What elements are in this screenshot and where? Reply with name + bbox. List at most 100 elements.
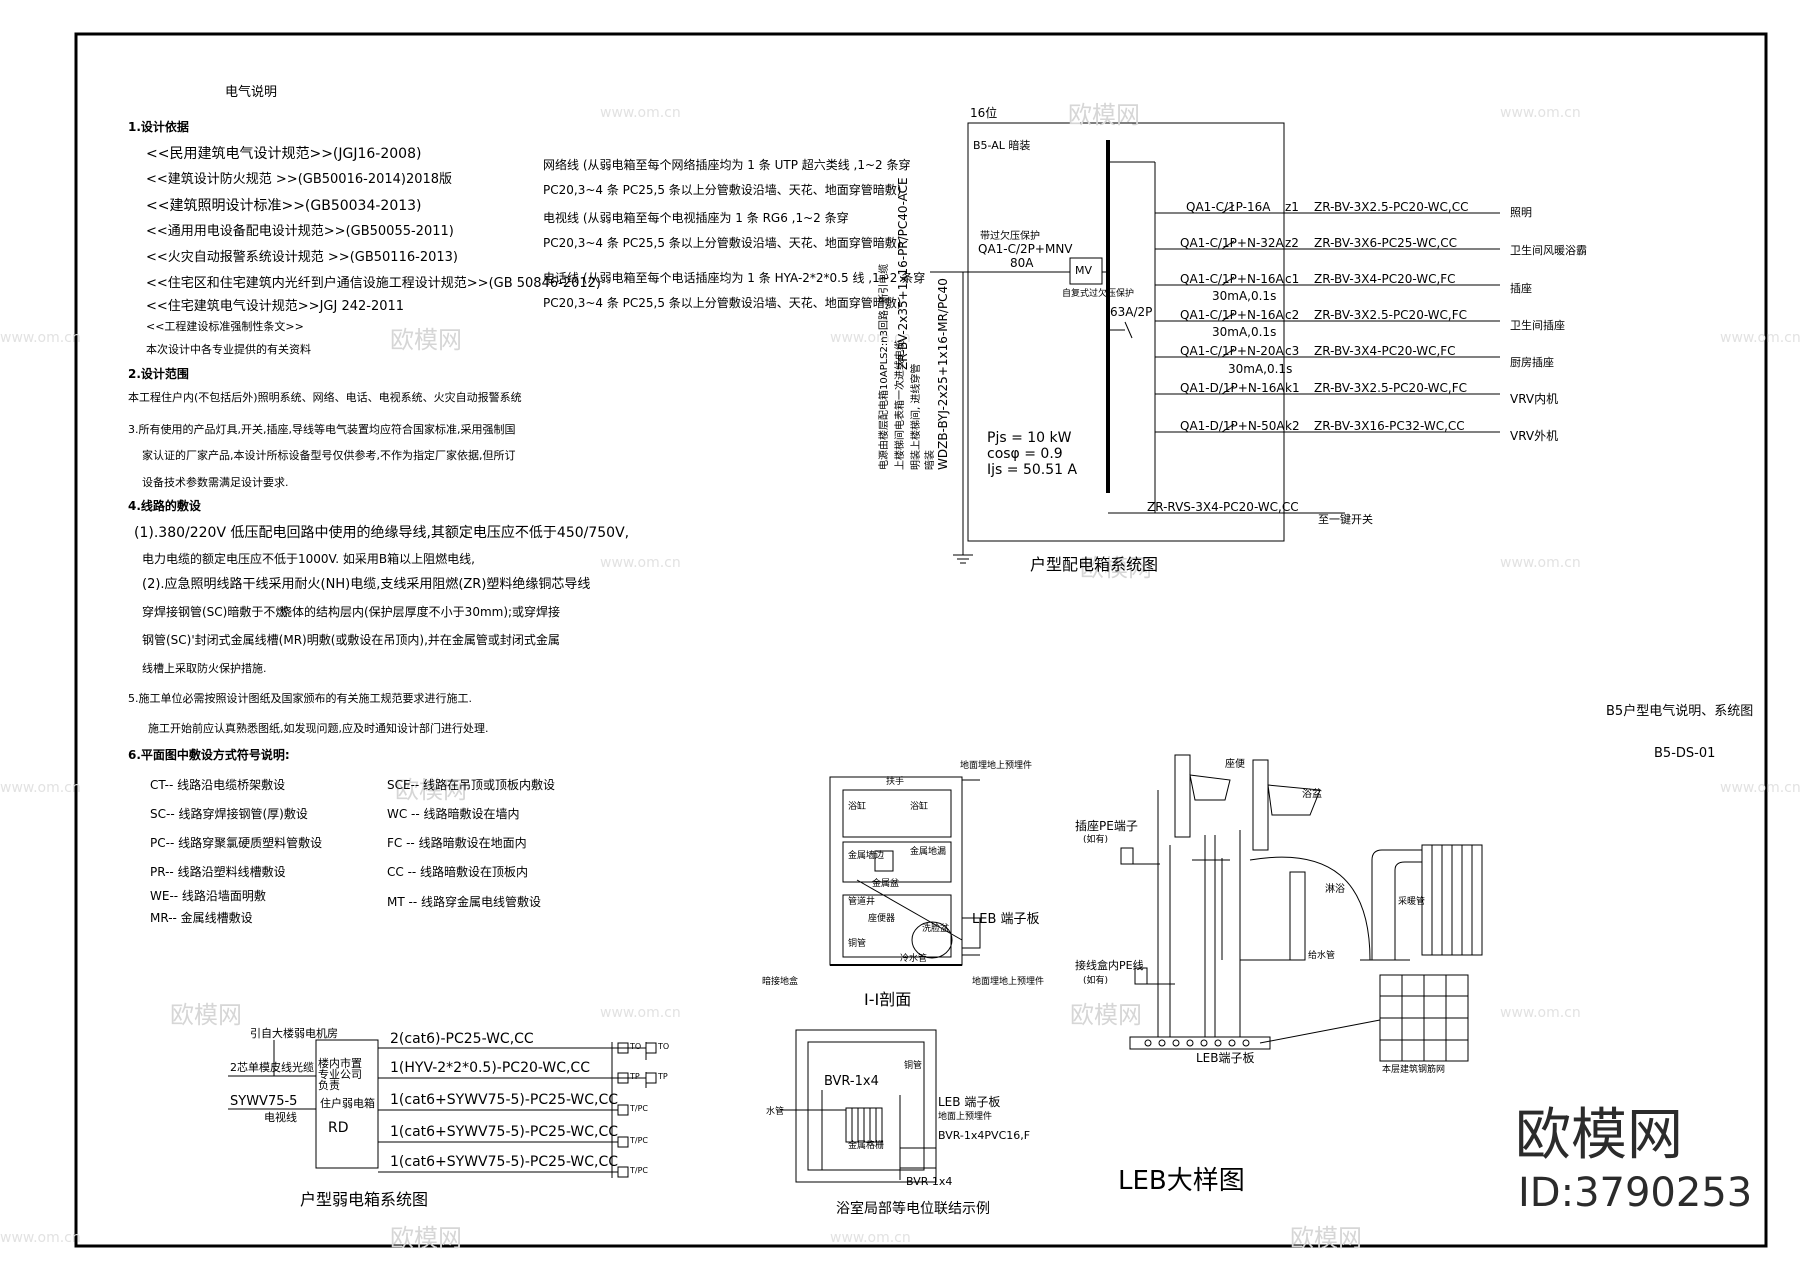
circuit-cable: ZR-BV-3X2.5-PC20-WC,FC xyxy=(1314,381,1468,395)
bath-label: 水管 xyxy=(766,1107,785,1117)
weak-note-line: PC20,3~4 条 PC25,5 条以上分管敷设沿墙、天花、地面穿管暗敷) xyxy=(543,236,902,250)
notes-line: 线槽上采取防火保护措施. xyxy=(142,662,267,675)
bath-caption: 浴室局部等电位联结示例 xyxy=(836,1201,990,1217)
section-label: 管道井 xyxy=(848,897,876,907)
notes-line: <<工程建设标准强制性条文>> xyxy=(146,320,304,333)
circuit-breaker: QA1-C/1P-16A xyxy=(1186,200,1271,214)
calc-pjs: Pjs = 10 kW xyxy=(987,430,1072,446)
weak-input: SYWV75-5 xyxy=(230,1094,298,1109)
notes-line: <<火灾自动报警系统设计规范 >>(GB50116-2013) xyxy=(146,250,458,265)
circuit-load: VRV内机 xyxy=(1510,392,1559,406)
notes-line: 烧体的结构层内(保护层厚度不小于30mm);或穿焊接 xyxy=(280,605,561,619)
main-breaker: QA1-C/2P+MNV xyxy=(978,242,1073,256)
circuit-cable: ZR-BV-3X2.5-PC20-WC,CC xyxy=(1314,200,1469,214)
weak-box-note: 楼内市置专业公司负责 xyxy=(318,1057,362,1092)
circuit-id: z2 xyxy=(1285,236,1299,250)
notes-line: 家认证的厂家产品,本设计所标设备型号仅供参考,不作为指定厂家依据,但所订 xyxy=(142,449,516,462)
weak-input: 电视线 xyxy=(264,1111,297,1124)
laying-code: WE-- 线路沿墙面明敷 xyxy=(150,889,266,903)
watermark-url: www.om.cn xyxy=(0,1230,81,1246)
bath-label: 铜管 xyxy=(904,1061,923,1071)
watermark-url: www.om.cn xyxy=(0,780,81,796)
notes-line: <<建筑设计防火规范 >>(GB50016-2014)2018版 xyxy=(146,172,453,187)
outlet-label: T/PC xyxy=(630,1166,648,1175)
circuit-breaker: QA1-C/1P+N-16A xyxy=(1180,272,1284,286)
sheet-border xyxy=(74,32,1768,1248)
watermark-logo: 欧模网 xyxy=(395,776,467,804)
section-label: 冷水管 xyxy=(900,954,928,964)
section-lines xyxy=(829,776,981,966)
section-label: 洗脸盆 xyxy=(922,924,950,934)
leb-label: LEB端子板 xyxy=(1196,1051,1255,1065)
mv-label: MV xyxy=(1075,264,1093,277)
riser-note: 暗装 xyxy=(925,450,936,470)
outlet-label: T/PC xyxy=(630,1104,648,1113)
laying-code: SCE-- 线路在吊顶或顶板内敷设 xyxy=(387,778,556,792)
notes-line: <<通用用电设备配电设计规范>>(GB50055-2011) xyxy=(146,224,454,239)
bath-label: 金属格栅 xyxy=(848,1141,885,1151)
notes-line: (1).380/220V 低压配电回路中使用的绝缘导线,其额定电压应不低于450… xyxy=(134,525,630,541)
notes-line: <<民用建筑电气设计规范>>(JGJ16-2008) xyxy=(146,146,422,162)
watermark-logo: 欧模网 xyxy=(1068,101,1140,129)
watermark-url: www.om.cn xyxy=(830,330,911,346)
weak-note-line: 电话线 (从弱电箱至每个电话插座均为 1 条 HYA-2*2*0.5 线 ,1~… xyxy=(543,271,926,285)
section-label: 座便器 xyxy=(868,914,896,924)
weak-box-id: RD xyxy=(328,1120,349,1136)
bath-label: 地面上预埋件 xyxy=(938,1112,993,1122)
leb-label: (如有) xyxy=(1083,976,1109,986)
leb-label: 插座PE端子 xyxy=(1075,819,1138,833)
distribution-box-caption: 户型配电箱系统图 xyxy=(1030,555,1159,574)
watermark-url: www.om.cn xyxy=(600,555,681,571)
notes-line: 本次设计中各专业提供的有关资料 xyxy=(146,343,311,356)
section-label: 金属地漏 xyxy=(910,847,947,857)
laying-code: WC -- 线路暗敷设在墙内 xyxy=(387,807,520,821)
main-breaker-note: 带过欠压保护 xyxy=(980,231,1040,242)
circuit-rcd: 30mA,0.1s xyxy=(1228,362,1293,376)
section-label: 暗接地盒 xyxy=(762,977,799,987)
weak-output-cable: 2(cat6)-PC25-WC,CC xyxy=(390,1031,534,1047)
circuit-id: z1 xyxy=(1285,200,1299,214)
section-label: 扶手 xyxy=(886,777,905,787)
circuit-load: 卫生间插座 xyxy=(1510,319,1565,332)
outlet-label: TP xyxy=(630,1072,640,1081)
watermark-logo: 欧模网 xyxy=(170,1001,242,1029)
laying-code: PR-- 线路沿塑料线槽敷设 xyxy=(150,865,286,879)
circuit-id: k2 xyxy=(1285,419,1300,433)
watermark-url: www.om.cn xyxy=(1500,1005,1581,1021)
box-positions: 16位 xyxy=(970,106,998,120)
section-label: 浴缸 xyxy=(910,802,929,812)
calc-ijs: Ijs = 50.51 A xyxy=(987,462,1078,478)
weak-note-line: PC20,3~4 条 PC25,5 条以上分管敷设沿墙、天花、地面穿管暗敷) xyxy=(543,296,902,310)
brand-logo-text: 欧模网 xyxy=(1515,1103,1683,1168)
brand-id: ID:3790253 xyxy=(1518,1170,1753,1216)
weak-output-cable: 1(HYV-2*2*0.5)-PC20-WC,CC xyxy=(390,1060,590,1076)
bath-label: BVR-1x4 xyxy=(906,1175,953,1188)
watermark-url: www.om.cn xyxy=(600,1005,681,1021)
leb-label: 座便 xyxy=(1225,759,1245,770)
notes-line: 电力电缆的额定电压应不低于1000V. 如采用B箱以上阻燃电线, xyxy=(142,552,475,566)
weak-box-lines xyxy=(228,1039,657,1178)
notes-line: 设备技术参数需满足设计要求. xyxy=(142,476,289,489)
weak-box-label: 住户弱电箱 xyxy=(320,1097,375,1110)
leb-caption: LEB大样图 xyxy=(1118,1166,1245,1196)
circuit-rcd: 30mA,0.1s xyxy=(1212,289,1277,303)
laying-code: CT-- 线路沿电缆桥架敷设 xyxy=(150,778,286,792)
weak-input: 2芯单模皮线光缆 xyxy=(230,1061,314,1074)
section-label: LEB 端子板 xyxy=(972,912,1040,927)
circuit-id: c1 xyxy=(1285,272,1300,286)
circuit-id: c2 xyxy=(1285,308,1300,322)
notes-line: 穿焊接钢管(SC)暗敷于不燃 xyxy=(142,605,288,619)
weak-output-cable: 1(cat6+SYWV75-5)-PC25-WC,CC xyxy=(390,1154,619,1170)
extra-cable: ZR-RVS-3X4-PC20-WC,CC xyxy=(1147,500,1299,514)
section-label: 铜管 xyxy=(848,939,867,949)
mv-note: 自复式过欠压保护 xyxy=(1062,289,1135,299)
outlet-label: T/PC xyxy=(630,1136,648,1145)
outlet-label: TP xyxy=(658,1072,668,1081)
section-label: 地面埋地上预埋件 xyxy=(972,977,1045,987)
section-caption: I-I剖面 xyxy=(864,990,912,1009)
weak-top-note: 引自大楼弱电机房 xyxy=(250,1027,338,1040)
circuit-breaker: QA1-C/1P+N-16A xyxy=(1180,308,1284,322)
circuit-load: 卫生间风暖浴霸 xyxy=(1510,244,1587,257)
outlet-label: TO xyxy=(658,1042,670,1051)
